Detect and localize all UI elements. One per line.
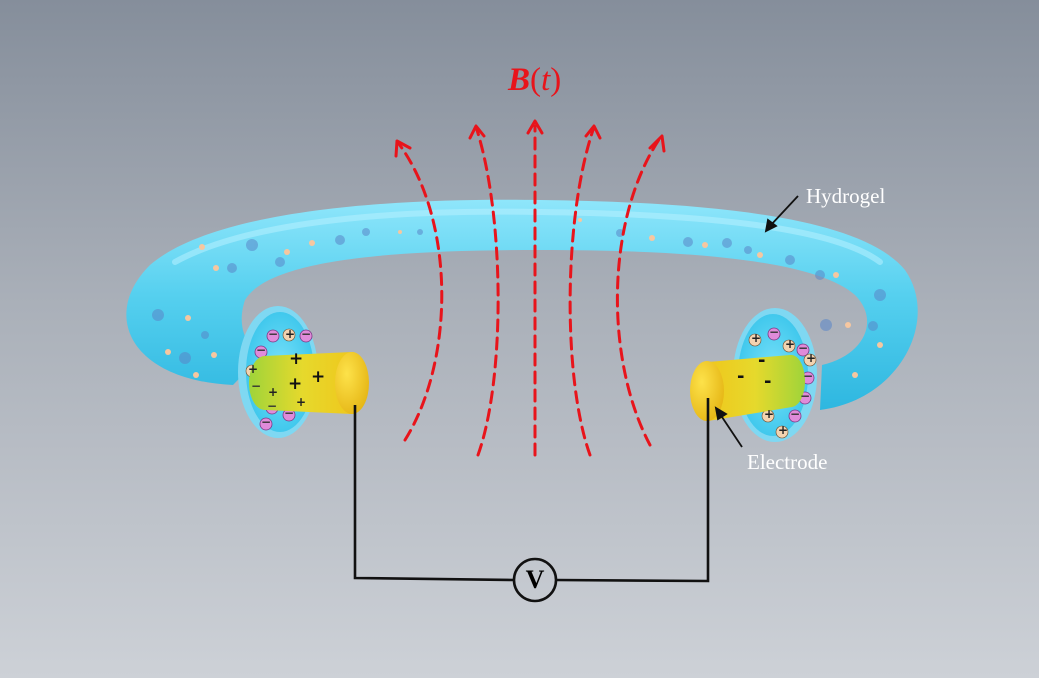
positive-ion-sign: + [806,351,817,365]
left-electrode [248,352,369,414]
positive-ion-sign: + [285,327,296,341]
electrode-negative-charge: - [764,371,772,392]
positive-ion-sign: + [785,337,796,351]
positive-ion-sign: + [268,385,279,399]
electrode-negative-charge: - [758,350,766,371]
magnetic-field-label: B(t) [508,62,561,99]
field-variable: t [541,62,551,98]
negative-ion-sign: − [284,406,295,420]
voltmeter-label: V [525,565,545,594]
hydrogel-pointer-arrow [764,195,799,233]
negative-ion-sign: − [256,343,267,357]
negative-ion-sign: − [769,325,780,339]
negative-ion-sign: − [798,341,809,355]
negative-ion-sign: − [251,379,262,393]
positive-ion-sign: + [296,395,307,409]
electrode-pointer-arrow [714,406,743,448]
electrode-positive-charge: + [311,367,326,387]
positive-ion-sign: + [764,407,775,421]
negative-ion-sign: − [803,369,814,383]
electrode-positive-charge: + [288,374,303,394]
negative-ion-sign: − [261,415,272,429]
hydrogel-ring [126,199,918,410]
electrode-positive-charge: + [289,349,304,369]
negative-ion-sign: − [267,399,278,413]
circuit-wire [353,398,710,583]
voltmeter [512,557,558,603]
positive-ion-sign: + [751,331,762,345]
right-ions [748,327,817,439]
negative-ion-sign: − [301,327,312,341]
negative-ion-sign: − [268,327,279,341]
positive-ion-sign: + [248,362,259,376]
positive-ion-sign: + [778,423,789,437]
field-paren-close: ) [550,62,562,98]
field-arrowheads [394,119,666,158]
negative-ion-sign: − [790,407,801,421]
hydrogel-particles [152,218,886,378]
electrode-label: Electrode [747,450,828,474]
right-electrode [690,354,806,421]
field-symbol: B [508,62,531,98]
field-paren-open: ( [530,62,542,98]
electrode-negative-charge: - [737,366,745,387]
magnetic-field-lines [397,124,662,457]
negative-ion-sign: − [800,389,811,403]
hydrogel-label: Hydrogel [806,184,886,208]
